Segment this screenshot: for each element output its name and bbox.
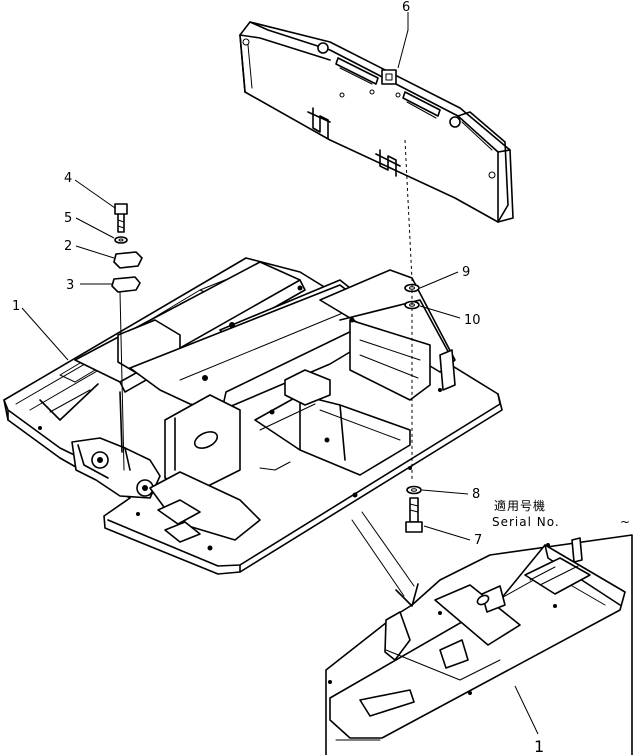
callout-5: 5 bbox=[64, 211, 72, 226]
serial-note-suffix: ~ bbox=[620, 515, 631, 529]
detail-view bbox=[325, 511, 633, 755]
serial-note-japanese: 適用号機 bbox=[494, 498, 546, 513]
callout-10: 10 bbox=[464, 313, 481, 328]
part-3-guide-line bbox=[119, 291, 125, 471]
bolt-7 bbox=[405, 497, 423, 533]
cover-3 bbox=[111, 276, 141, 293]
bolt-4 bbox=[114, 203, 128, 233]
callout-2: 2 bbox=[64, 239, 72, 254]
callout-1: 1 bbox=[12, 299, 20, 314]
callout-4: 4 bbox=[64, 171, 72, 186]
bolt-axis-line bbox=[404, 139, 413, 480]
counterweight bbox=[239, 21, 514, 223]
leader-lines bbox=[21, 12, 539, 735]
callout-6: 6 bbox=[402, 0, 410, 15]
callout-9: 9 bbox=[462, 265, 470, 280]
callout-3: 3 bbox=[66, 278, 74, 293]
callout-1-detail: 1 bbox=[534, 737, 544, 755]
callout-7: 7 bbox=[474, 533, 482, 548]
cover-2 bbox=[113, 251, 143, 269]
serial-note-english: Serial No. bbox=[492, 515, 560, 529]
revolving-frame bbox=[3, 257, 503, 575]
washer-5 bbox=[114, 236, 128, 244]
callout-8: 8 bbox=[472, 487, 480, 502]
washer-8 bbox=[406, 485, 422, 495]
